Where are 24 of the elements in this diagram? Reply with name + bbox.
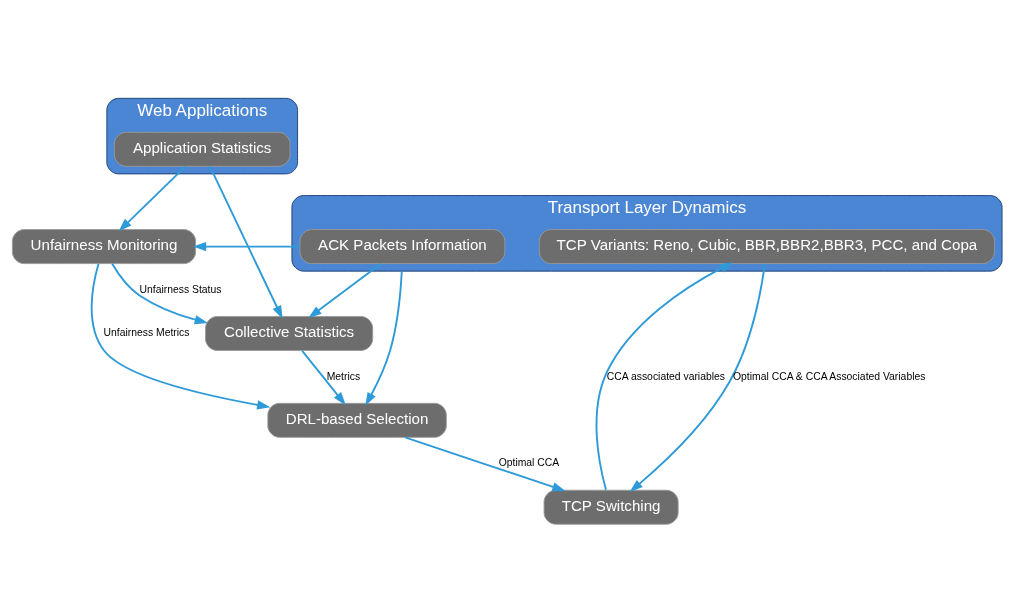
- node-box: ACK Packets Information: [299, 229, 506, 265]
- arrow: [192, 241, 301, 252]
- node-box: DRL-based Selection: [267, 402, 447, 438]
- edge-label: Metrics: [326, 370, 361, 382]
- arrow: [90, 262, 271, 410]
- node-box: Unfairness Monitoring: [11, 229, 197, 265]
- edge-label: Optimal CCA & CCA Associated Variables: [733, 370, 926, 382]
- arrow: [301, 349, 346, 406]
- arrow: [629, 262, 766, 492]
- arrow: [595, 262, 733, 491]
- edge-label: Unfairness Metrics: [103, 327, 190, 339]
- node-box: Collective Statistics: [205, 316, 374, 351]
- arrow: [404, 436, 566, 492]
- node-box: Application Statistics: [113, 131, 291, 167]
- edge-label: Optimal CCA: [498, 457, 560, 469]
- node-box: TCP Switching: [543, 489, 679, 525]
- arrow: [365, 270, 403, 406]
- arrow: [118, 165, 187, 232]
- edge-label: CCA associated variables: [606, 370, 725, 382]
- arrow: [308, 262, 382, 319]
- edge-label: Unfairness Status: [139, 283, 222, 295]
- arrow: [208, 165, 283, 319]
- node-box: TCP Variants: Reno, Cubic, BBR,BBR2,BBR3, PCC, and Copa: [538, 229, 995, 265]
- arrow: [111, 262, 208, 325]
